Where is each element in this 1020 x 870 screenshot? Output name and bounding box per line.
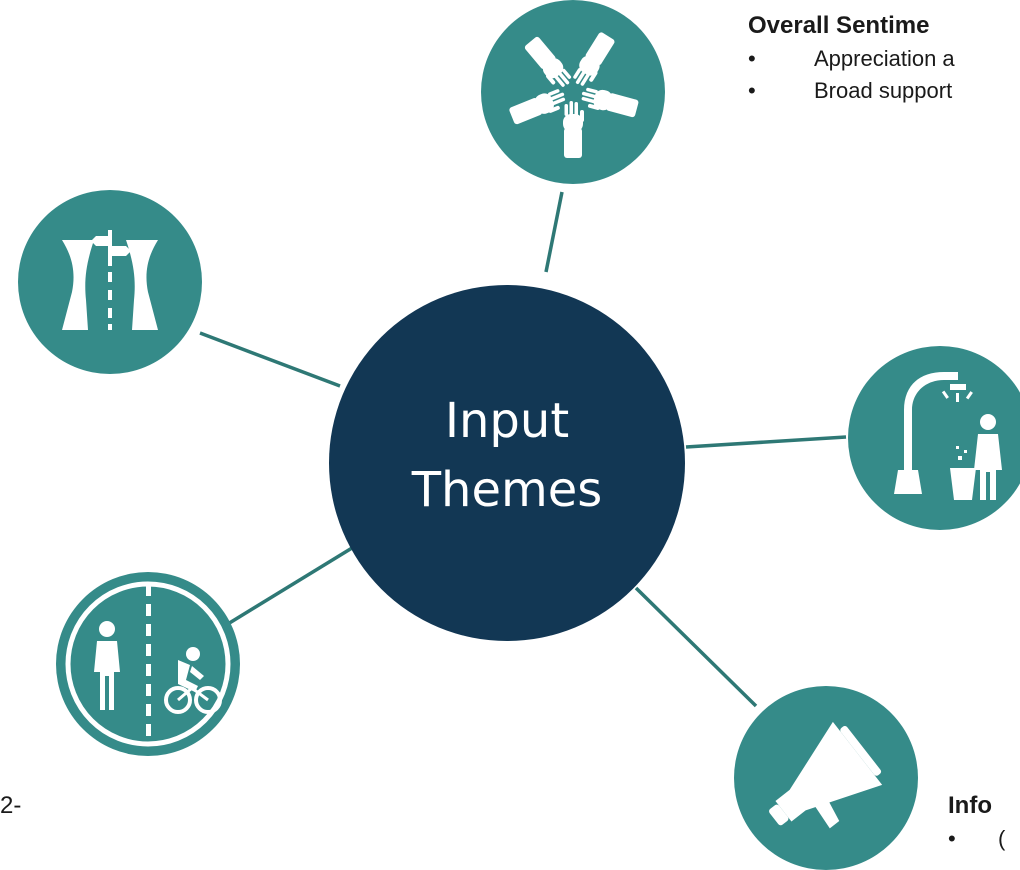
- theme-node-lower-right: [734, 686, 918, 870]
- connector-lower-right: [634, 586, 758, 708]
- sentiment-bullet-text: Appreciation a: [814, 46, 955, 71]
- sentiment-bullet: • Broad support: [748, 78, 955, 104]
- connector-top: [544, 191, 564, 273]
- sentiment-text-block: Overall Sentime • Appreciation a • Broad…: [748, 12, 955, 104]
- megaphone-icon: [769, 721, 883, 829]
- hands-together-icon: [509, 32, 639, 158]
- bullet-dot: •: [748, 46, 756, 71]
- sentiment-bullet-text: Broad support: [814, 78, 953, 103]
- bullet-dot: •: [748, 78, 756, 103]
- sentiment-bullet: • Appreciation a: [748, 46, 955, 72]
- theme-node-top: [481, 0, 665, 184]
- connectors: [199, 191, 847, 708]
- sentiment-heading: Overall Sentime: [748, 12, 930, 39]
- center-node: Input Themes: [329, 285, 685, 641]
- center-title-line1: Input: [445, 393, 569, 449]
- connector-lower-left: [217, 546, 353, 632]
- connector-left: [199, 331, 341, 388]
- bullet-dot: •: [948, 826, 956, 851]
- info-text-block: Info • (: [948, 792, 1005, 852]
- connector-right: [685, 435, 847, 449]
- theme-node-left: [18, 190, 202, 374]
- road-signpost-icon: [62, 230, 158, 330]
- theme-node-right: [848, 346, 1020, 530]
- info-heading: Info: [948, 792, 992, 819]
- info-bullet-text: (: [998, 826, 1006, 851]
- pedestrian-cyclist-lane-icon: [94, 584, 222, 736]
- theme-node-lower-left: [56, 572, 240, 756]
- center-title-line2: Themes: [411, 462, 603, 518]
- slide-number: 2-: [0, 792, 22, 819]
- info-bullet: • (: [948, 826, 1005, 852]
- streetlight-litter-icon: [894, 372, 1002, 500]
